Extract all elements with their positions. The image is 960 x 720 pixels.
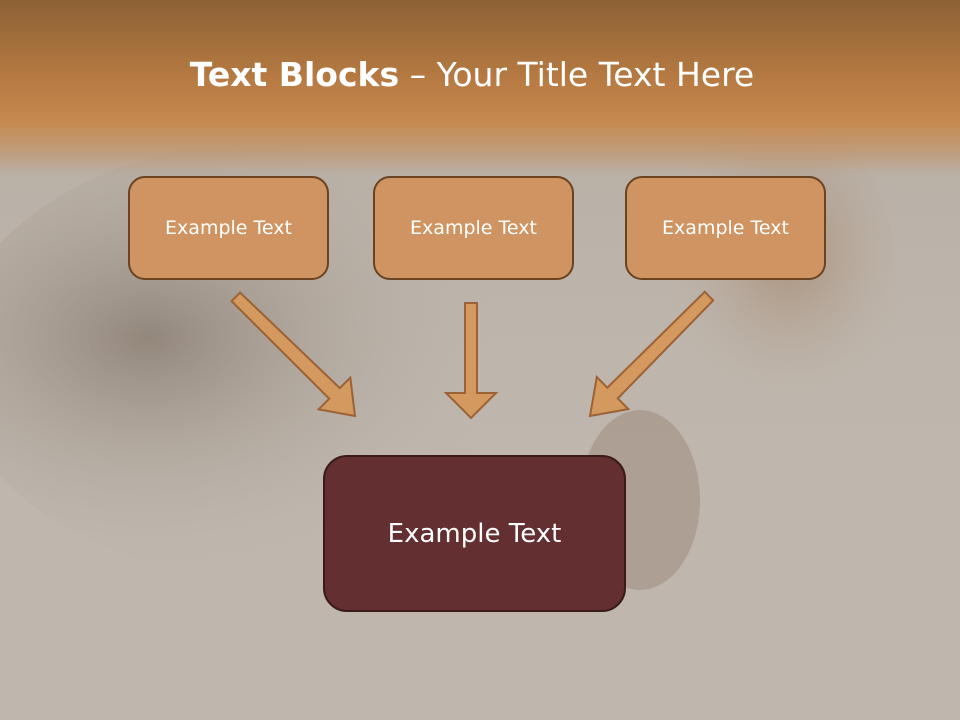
text-block-2[interactable]: Example Text	[373, 176, 574, 280]
target-block[interactable]: Example Text	[323, 455, 626, 612]
arrow-right	[588, 290, 715, 418]
slide-title: Text Blocks – Your Title Text Here	[0, 52, 944, 98]
title-bold: Text Blocks	[189, 55, 400, 94]
arrow-left	[230, 291, 357, 418]
header-band	[0, 0, 960, 175]
text-block-1-label: Example Text	[165, 217, 292, 239]
title-rest: Your Title Text Here	[436, 55, 755, 94]
arrow-middle	[443, 302, 499, 420]
target-block-label: Example Text	[387, 518, 562, 549]
text-block-3[interactable]: Example Text	[625, 176, 826, 280]
text-block-1[interactable]: Example Text	[128, 176, 329, 280]
text-block-3-label: Example Text	[662, 217, 789, 239]
text-block-2-label: Example Text	[410, 217, 537, 239]
title-separator: –	[399, 55, 437, 94]
